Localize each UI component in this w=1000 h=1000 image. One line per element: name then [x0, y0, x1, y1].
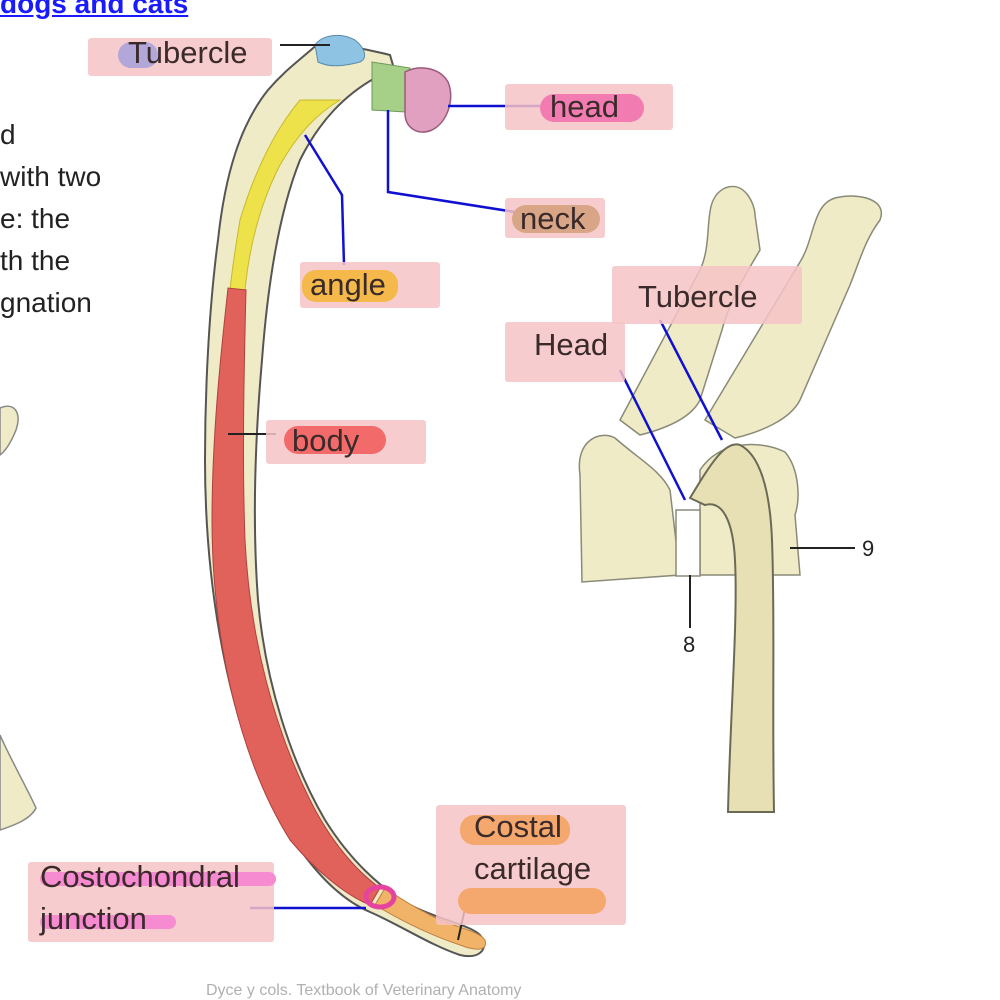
label-tubercle-right: Tubercle — [638, 279, 758, 314]
body-text-line: gnation — [0, 287, 92, 318]
body-text-line: with two — [0, 161, 102, 192]
page-title: dogs and cats — [0, 0, 189, 19]
body-text: d with two e: the th the gnation — [0, 114, 101, 324]
label-bg-tubercle-right — [612, 266, 802, 324]
marker-junction — [40, 915, 176, 929]
leader-angle — [303, 134, 346, 266]
costal-cartilage-region — [374, 887, 487, 950]
label-neck: neck — [520, 201, 586, 236]
leader-tubercle-right — [658, 319, 724, 441]
label-junction: junction — [40, 901, 147, 936]
label-tubercle-top: Tubercle — [128, 35, 248, 70]
label-num9: 9 — [862, 536, 875, 561]
label-head-right: Head — [534, 327, 609, 362]
right-rib — [688, 443, 776, 813]
marker-costochondral — [40, 872, 276, 886]
label-num8: 8 — [683, 632, 696, 657]
marker-cartilage — [458, 888, 606, 914]
costochondral-junction-mark — [363, 884, 397, 910]
marker-neck — [512, 205, 600, 233]
label-angle: angle — [310, 267, 386, 302]
label-body: body — [292, 423, 360, 458]
tubercle-region — [314, 34, 366, 67]
partial-bone-left-lower — [0, 734, 37, 831]
label-costal: Costal — [474, 809, 562, 844]
label-head-top: head — [550, 89, 619, 124]
marker-body — [284, 426, 386, 454]
marker-tubercle — [118, 42, 158, 68]
leader-neck — [386, 110, 516, 214]
head-region — [404, 67, 452, 133]
vertebra-body-left — [578, 434, 681, 583]
label-bg-head-right — [505, 322, 625, 382]
body-text-line: d — [0, 119, 16, 150]
partial-bone-left — [0, 405, 19, 456]
marker-head — [540, 94, 644, 122]
label-costochondral: Costochondral — [40, 859, 240, 894]
image-credit: Dyce y cols. Textbook of Veterinary Anat… — [206, 982, 522, 999]
intervertebral-disc — [675, 509, 701, 577]
body-region — [211, 287, 381, 906]
leader-head-right — [618, 369, 687, 501]
marker-angle — [302, 270, 398, 302]
body-text-line: th the — [0, 245, 71, 276]
label-cartilage: cartilage — [474, 851, 592, 886]
body-text-line: e: the — [0, 203, 71, 234]
marker-costal — [460, 815, 570, 845]
